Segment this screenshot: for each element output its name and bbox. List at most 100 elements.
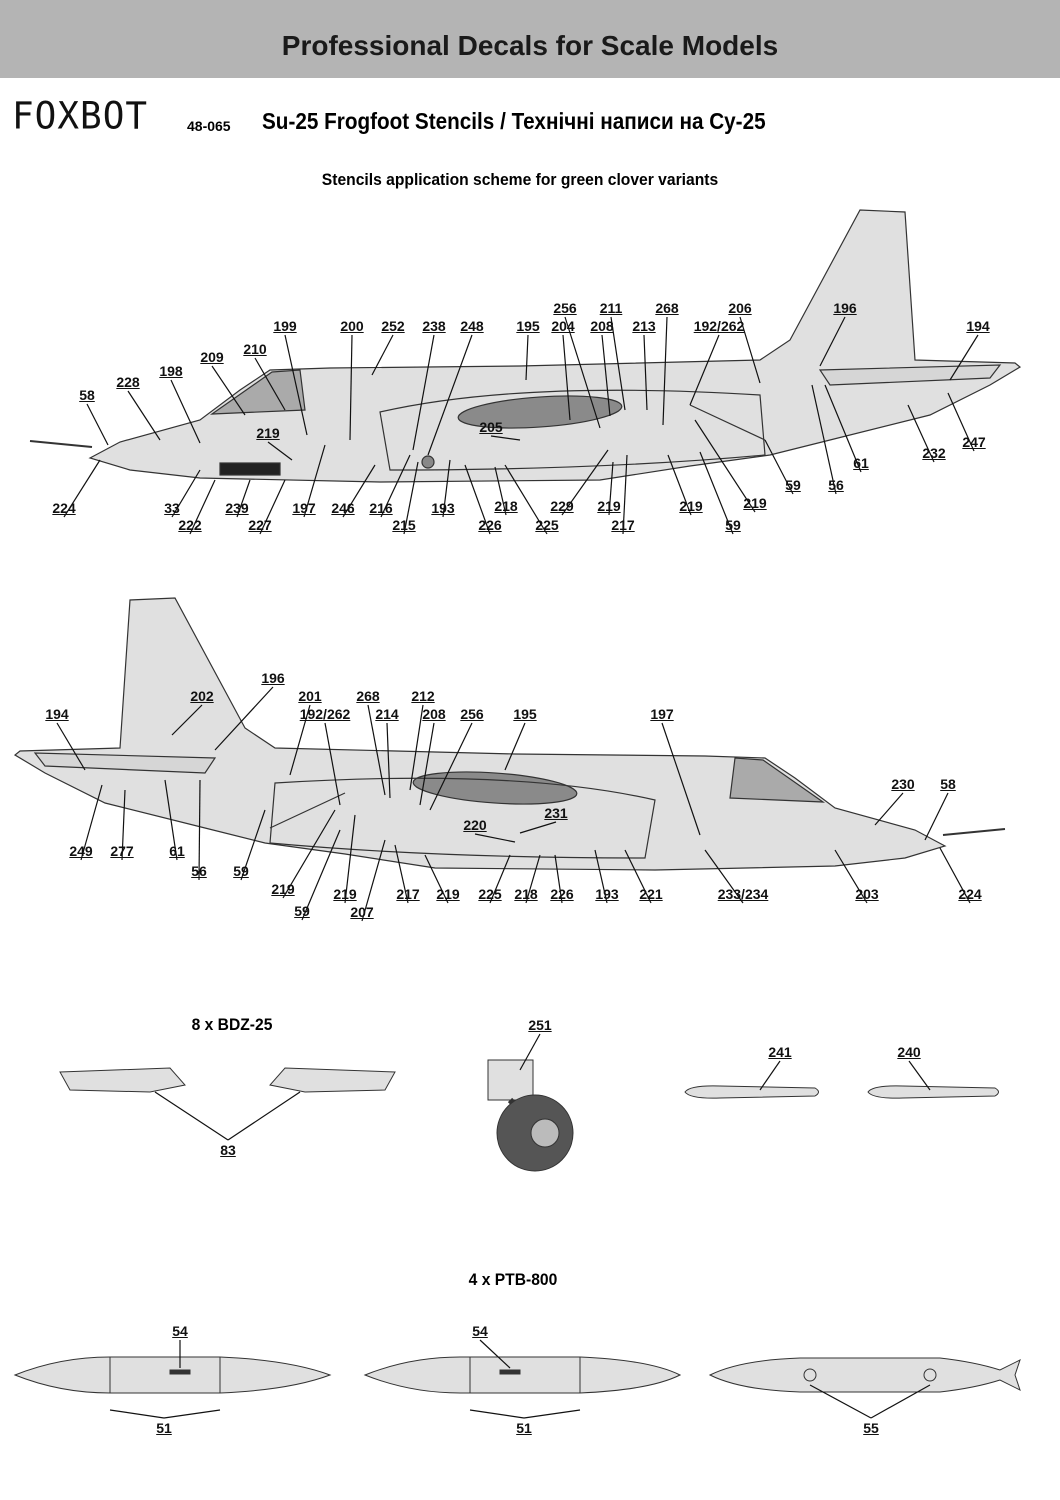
stencil-callout: 219: [679, 498, 703, 514]
tank-callout: 54: [172, 1323, 188, 1339]
stencil-callout: 252: [381, 318, 405, 334]
leader-line: [227, 1091, 301, 1141]
stencil-callout: 211: [599, 300, 623, 316]
bdz-caption: 8 x BDZ-25: [191, 1015, 273, 1034]
stencil-callout: 248: [460, 318, 484, 334]
leader-line: [564, 316, 601, 429]
leader-line: [80, 784, 103, 861]
leader-line: [214, 686, 274, 751]
leader-lines: [56, 316, 979, 1419]
stencil-callout: 268: [356, 688, 380, 704]
stencil-callout: 219: [256, 425, 280, 441]
leader-line: [282, 809, 336, 899]
stencil-callout: 222: [178, 517, 202, 533]
stencil-callout: 59: [294, 903, 310, 919]
stencil-callout: 230: [891, 776, 915, 792]
landing-gear: [487, 1059, 574, 1172]
stencil-callout: 256: [460, 706, 484, 722]
stencil-callout: 247: [962, 434, 986, 450]
leader-line: [211, 365, 246, 416]
leader-line: [469, 1409, 525, 1419]
stencil-callout: 192/262: [693, 318, 745, 334]
leader-line: [479, 1339, 511, 1369]
leader-line: [409, 704, 424, 791]
stencil-callout: 59: [725, 517, 741, 533]
header-bar: Professional Decals for Scale Models: [0, 0, 1060, 78]
leader-line: [56, 722, 86, 771]
stencil-callout: 61: [169, 843, 185, 859]
leader-line: [127, 390, 161, 441]
stencil-callout: 227: [248, 517, 272, 533]
leader-line: [870, 1384, 931, 1419]
leader-line: [689, 334, 720, 406]
stencil-callout: 215: [392, 517, 416, 533]
leader-line: [361, 839, 386, 922]
leader-line: [661, 722, 701, 836]
bdz-callout: 83: [220, 1142, 236, 1158]
leader-line: [380, 454, 411, 518]
leader-line: [834, 849, 868, 904]
missiles: [684, 1085, 999, 1099]
stencil-callout: 212: [411, 688, 435, 704]
stencil-callout: 268: [655, 300, 679, 316]
leader-line: [254, 357, 286, 411]
leader-line: [342, 464, 376, 518]
leader-line: [759, 1060, 781, 1091]
leader-line: [667, 454, 692, 516]
ptb-caption: 4 x PTB-800: [468, 1270, 558, 1289]
stencil-callout: 225: [478, 886, 502, 902]
leader-line: [704, 849, 744, 904]
leader-line: [198, 779, 201, 881]
leader-line: [608, 461, 614, 516]
leader-line: [519, 821, 557, 834]
tank-callout: 55: [863, 1420, 879, 1436]
leader-line: [523, 1409, 581, 1419]
leader-line: [594, 849, 608, 904]
leader-line: [939, 847, 971, 904]
leader-line: [490, 435, 521, 441]
stencil-callout: 219: [597, 498, 621, 514]
stencil-callout: 218: [514, 886, 538, 902]
leader-line: [764, 439, 794, 495]
leader-line: [171, 704, 203, 736]
leader-line: [699, 451, 734, 535]
leader-line: [554, 854, 563, 904]
leader-line: [739, 316, 761, 384]
leader-line: [267, 441, 293, 461]
leader-line: [819, 316, 846, 367]
leader-line: [412, 334, 435, 451]
tank-callout: 51: [156, 1420, 172, 1436]
stencil-callout: 217: [396, 886, 420, 902]
stencil-callout: 224: [52, 500, 76, 516]
stencil-callout: 192/262: [299, 706, 351, 722]
stencil-callout: 56: [828, 477, 844, 493]
stencil-callout: 205: [479, 419, 503, 435]
stencil-callout: 201: [298, 688, 322, 704]
stencil-callout: 233/234: [717, 886, 769, 902]
stencil-callout: 58: [79, 387, 95, 403]
stencil-callout: 195: [516, 318, 540, 334]
stencil-callout: 196: [261, 670, 285, 686]
sheet-title: Su-25 Frogfoot Stencils / Технічні напис…: [262, 108, 766, 134]
leader-line: [259, 479, 286, 535]
stencil-callout: 219: [436, 886, 460, 902]
leader-line: [949, 334, 979, 381]
ptb-800-tanks: [13, 1356, 1021, 1394]
leader-line: [154, 1091, 229, 1141]
stencil-callout: 219: [271, 881, 295, 897]
leader-line: [301, 829, 341, 921]
leader-line: [504, 464, 548, 535]
stencil-callout: 231: [544, 805, 568, 821]
stencil-callout: 239: [225, 500, 249, 516]
leader-line: [474, 833, 516, 843]
leader-line: [908, 1060, 931, 1091]
leader-line: [624, 849, 652, 904]
stencil-callout: 198: [159, 363, 183, 379]
stencil-callout: 196: [833, 300, 857, 316]
leader-line: [504, 722, 526, 771]
leader-line: [489, 854, 511, 904]
stencil-callout: 193: [595, 886, 619, 902]
stencil-callout: 232: [922, 445, 946, 461]
header-title: Professional Decals for Scale Models: [281, 30, 779, 61]
